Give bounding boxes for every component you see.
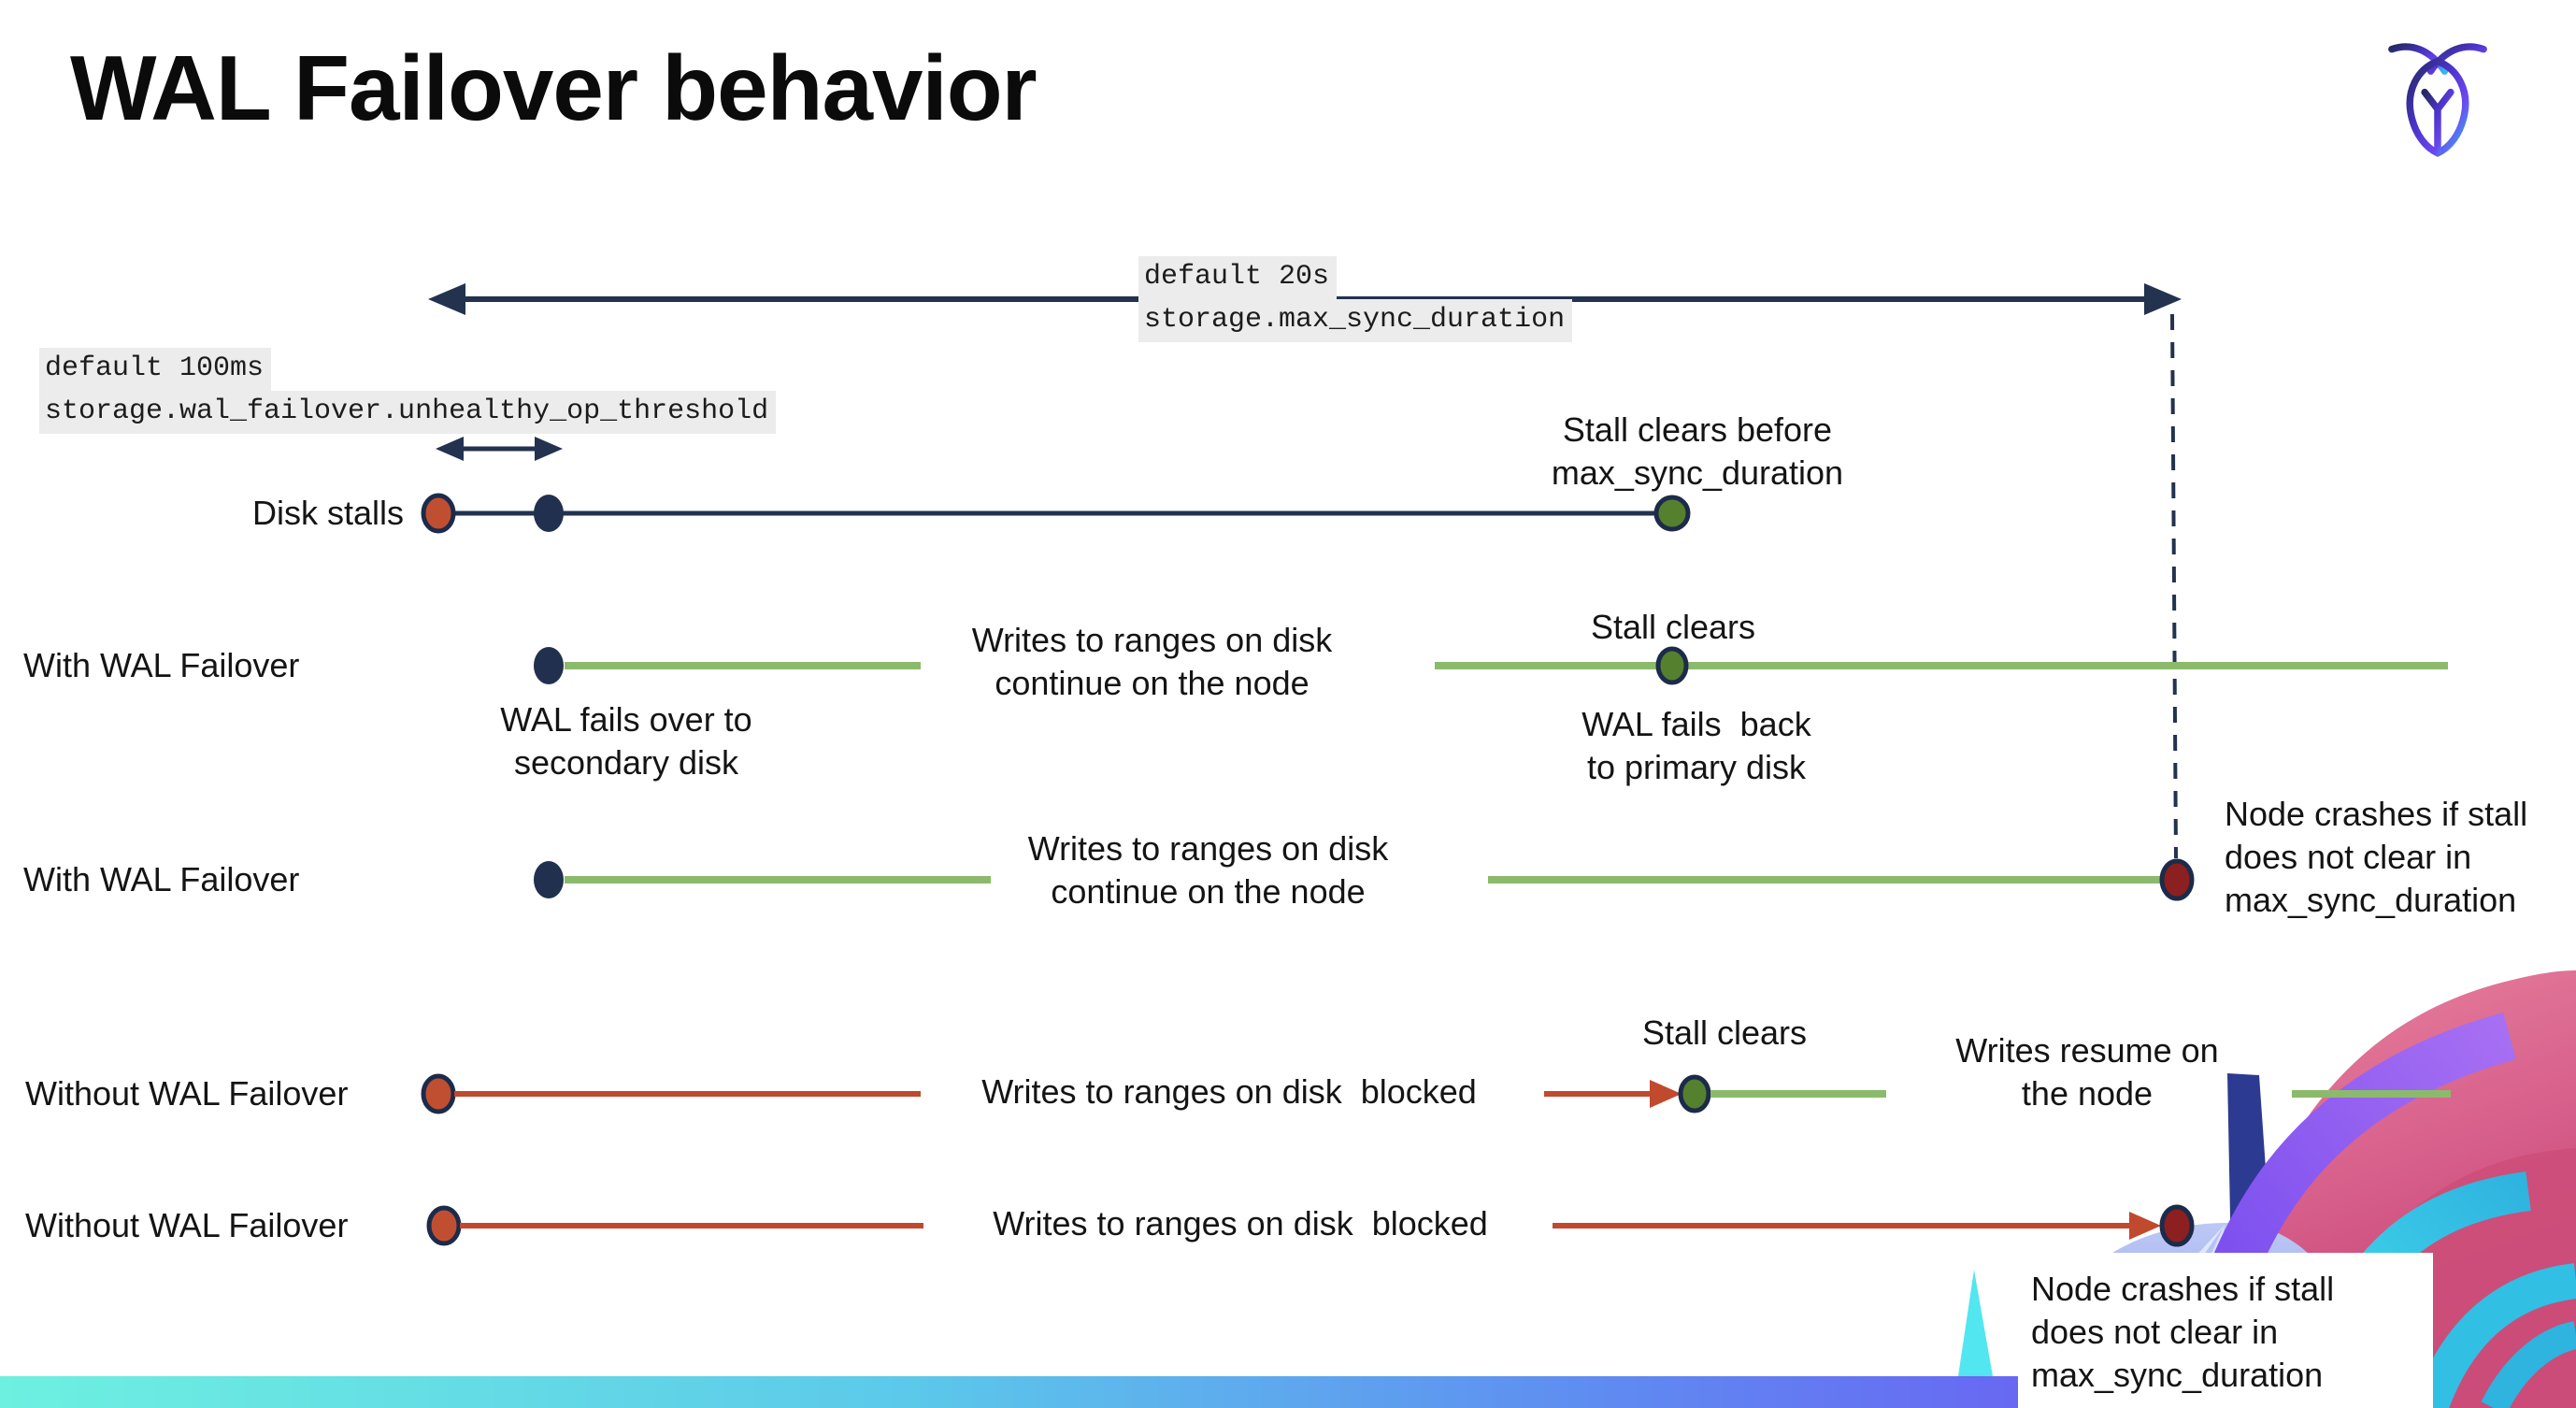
row5-stall-start-dot [426, 1205, 462, 1246]
note-stall-clears-row2: Stall clears [1590, 608, 1756, 646]
page-title: WAL Failover behavior [70, 36, 1038, 139]
note-writes-resume: Writes resume on the node [1955, 1031, 2219, 1113]
max-sync-dashed-line [2170, 313, 2178, 859]
arrow-head-right-icon [535, 437, 563, 461]
row3-node-crash-dot [2159, 858, 2195, 901]
note-wal-fails-over: WAL fails over to secondary disk [500, 700, 752, 782]
arrow-head-left-icon [436, 437, 464, 461]
setting-name: storage.max_sync_duration [1138, 299, 1573, 342]
art-cyan-spike [1958, 1270, 1993, 1376]
max-sync-duration-label: default 20s storage.max_sync_duration [1138, 256, 1573, 342]
node-crash-callout-box [2018, 1253, 2433, 1408]
arrow-head-right-icon [2129, 1212, 2161, 1240]
row-label-without-wal-failover-2: Without WAL Failover [25, 1206, 349, 1244]
row2-failover-dot [534, 647, 564, 684]
row5-node-crash-dot [2159, 1204, 2195, 1247]
row-label-disk-stalls: Disk stalls [251, 494, 404, 532]
note-writes-continue-row2: Writes to ranges on disk continue on the… [971, 621, 1333, 702]
row-label-without-wal-failover-1: Without WAL Failover [25, 1074, 349, 1113]
art-cyan-band [2413, 1263, 2576, 1408]
unhealthy-op-threshold-label: default 100ms storage.wal_failover.unhea… [39, 348, 777, 434]
cockroach-logo-icon [2388, 43, 2487, 157]
row1-stall-clears-dot [1653, 495, 1691, 532]
note-writes-blocked-row4: Writes to ranges on disk blocked [981, 1072, 1477, 1111]
row-label-with-wal-failover-1: With WAL Failover [23, 646, 300, 684]
setting-default-value: default 20s [1138, 256, 1338, 299]
arrow-head-left-icon [428, 283, 465, 315]
note-stall-clears-row4: Stall clears [1641, 1013, 1808, 1052]
note-node-crashes-row5: Node crashes if stall does not clear in … [2031, 1270, 2335, 1394]
arrow-head-right-icon [1650, 1080, 1682, 1108]
row3-failover-dot [534, 861, 564, 898]
setting-name: storage.wal_failover.unhealthy_op_thresh… [39, 391, 777, 434]
row-label-with-wal-failover-2: With WAL Failover [23, 860, 300, 898]
note-wal-fails-back: WAL fails back to primary disk [1581, 705, 1811, 786]
note-node-crashes-row3: Node crashes if stall does not clear in … [2225, 795, 2528, 919]
note-writes-blocked-row5: Writes to ranges on disk blocked [993, 1204, 1488, 1243]
row1-threshold-dot [534, 495, 564, 532]
row4-stall-start-dot [421, 1073, 456, 1114]
art-cyan-band [2481, 1321, 2576, 1408]
arrow-head-right-icon [2144, 283, 2182, 315]
note-stall-clears-before: Stall clears before max_sync_duration [1551, 410, 1844, 492]
row2-stall-clears-dot [1655, 646, 1689, 685]
note-writes-continue-row3: Writes to ranges on disk continue on the… [1027, 829, 1389, 911]
row1-stall-start-dot [421, 493, 456, 534]
setting-default-value: default 100ms [39, 348, 272, 391]
row4-stall-clears-dot [1678, 1074, 1711, 1113]
